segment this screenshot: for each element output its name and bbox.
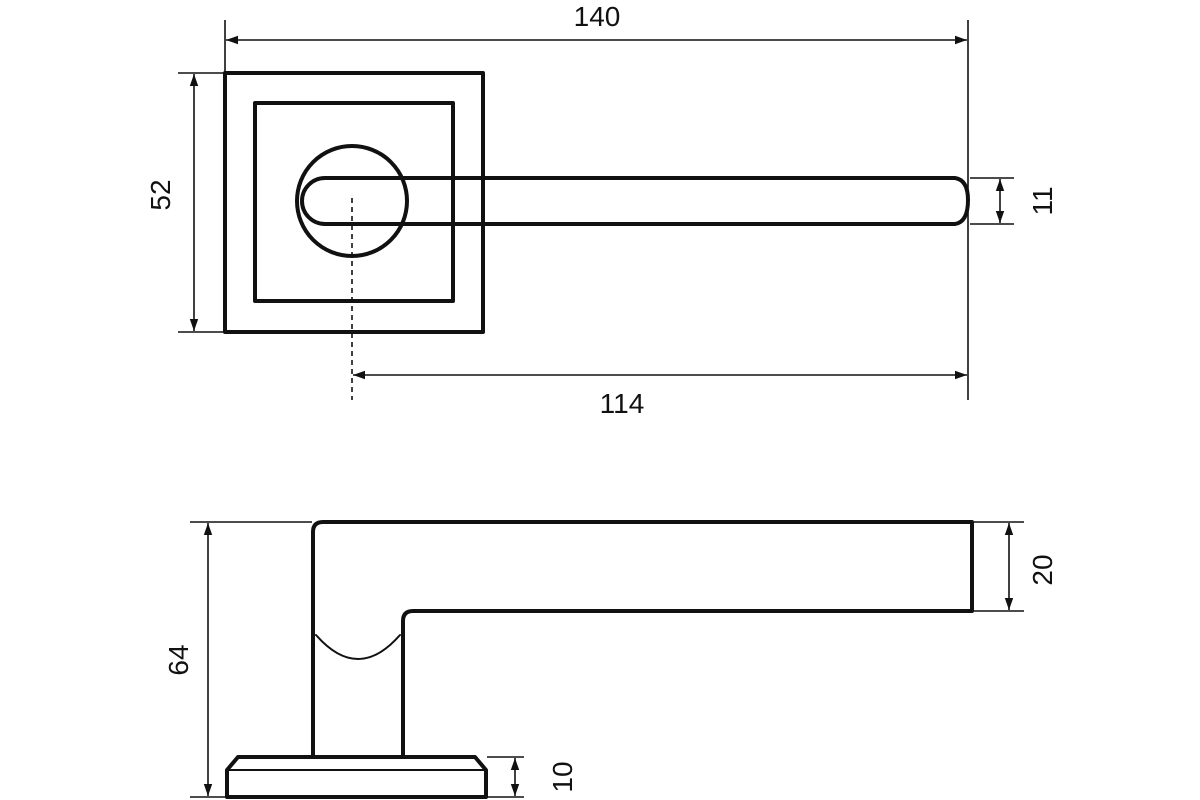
dim-11-label: 11 (1027, 186, 1058, 215)
lever-top-outline (300, 176, 970, 226)
top-view: 140 52 11 114 (145, 1, 1058, 419)
rose-base-outline (225, 755, 488, 799)
rose-outer-square (223, 71, 485, 334)
rose-inner-square (253, 101, 455, 303)
dim-140-label: 140 (574, 1, 621, 32)
dim-114-label: 114 (600, 388, 645, 419)
dim-20-label: 20 (1027, 554, 1058, 585)
neck-transition-curve (315, 634, 401, 660)
dim-10-label: 10 (547, 761, 578, 792)
dim-52-label: 52 (145, 179, 176, 210)
dim-64-label: 64 (163, 644, 194, 675)
handle-side-outline (311, 520, 974, 759)
side-view: 64 20 10 (163, 520, 1058, 799)
